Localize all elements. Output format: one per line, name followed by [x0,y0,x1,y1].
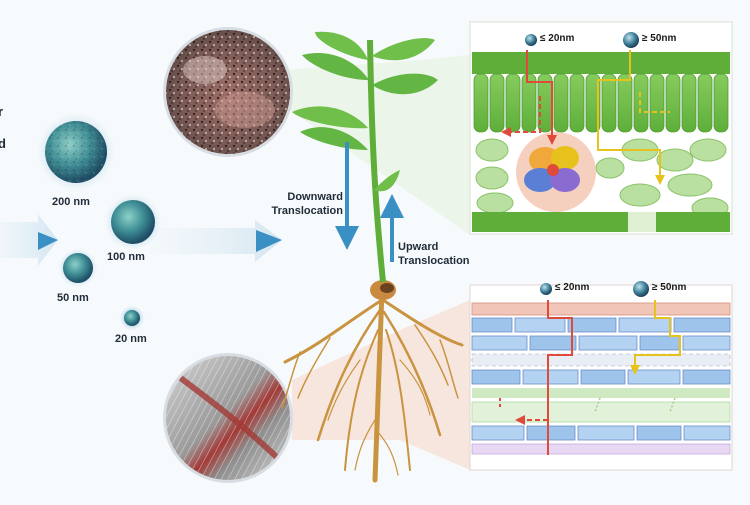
nanoparticle-100nm [104,193,162,251]
root-large-path [630,300,681,375]
leaf-large-path-branch [639,92,670,113]
spongy-layer [475,138,729,219]
root-epidermis [471,302,731,316]
downward-label-line-1: Downward [287,191,343,203]
downward-translocation-label: Downward Translocation [255,190,343,218]
stoma [628,212,656,232]
stele-band [471,443,731,455]
edge-fragment-d: d [0,136,6,151]
particle-label-200nm: 200 nm [52,196,90,208]
particle-label-50nm: 50 nm [57,292,89,304]
leaf-small-particle-label: ≤ 20nm [540,33,575,44]
edge-fragment-r: r [0,104,3,119]
seed-hilum [380,283,394,293]
root-cross-section-panel [469,281,733,471]
leaf-small-path [526,50,557,145]
nanoparticle-200nm [36,112,116,192]
palisade-layer [473,73,729,133]
leaf-small-path-branch [501,96,541,137]
upward-label-line-2: Translocation [398,255,470,267]
endodermis-band [471,353,731,367]
leaf-large-path [597,50,665,185]
upper-epidermis [472,52,730,74]
plant-roots [281,287,464,483]
vascular-bundle [524,146,580,192]
root-xylem-dash-2 [669,397,676,413]
lower-epidermis [472,212,730,232]
root-micrograph [163,353,293,483]
particle-label-100nm: 100 nm [107,251,145,263]
upward-label-line-1: Upward [398,241,439,253]
particle-label-20nm: 20 nm [115,333,147,345]
small-particle-legend-dot [525,34,537,46]
leaf-connector-wedge [285,55,470,235]
plant-leaves [292,31,438,192]
leaf-cross-section-panel [469,21,733,235]
leaf-large-particle-label: ≥ 50nm [642,33,677,44]
nanoparticle-20nm [119,305,145,331]
nanoparticle-50nm [58,248,98,288]
upward-translocation-label: Upward Translocation [398,240,470,268]
root-large-particle-legend-dot [633,281,649,297]
flow-band-left [0,214,58,266]
root-cortex-rows [471,317,731,441]
pericycle-band [472,388,730,398]
root-small-particle-label: ≤ 20nm [555,282,590,293]
leaf-micrograph [163,27,293,157]
flow-band-middle [150,220,282,262]
downward-label-line-2: Translocation [271,205,343,217]
vascular-band [471,401,731,423]
large-particle-legend-dot [623,32,639,48]
root-large-particle-label: ≥ 50nm [652,282,687,293]
root-xylem-dash-1 [594,397,601,413]
root-small-particle-legend-dot [540,283,552,295]
